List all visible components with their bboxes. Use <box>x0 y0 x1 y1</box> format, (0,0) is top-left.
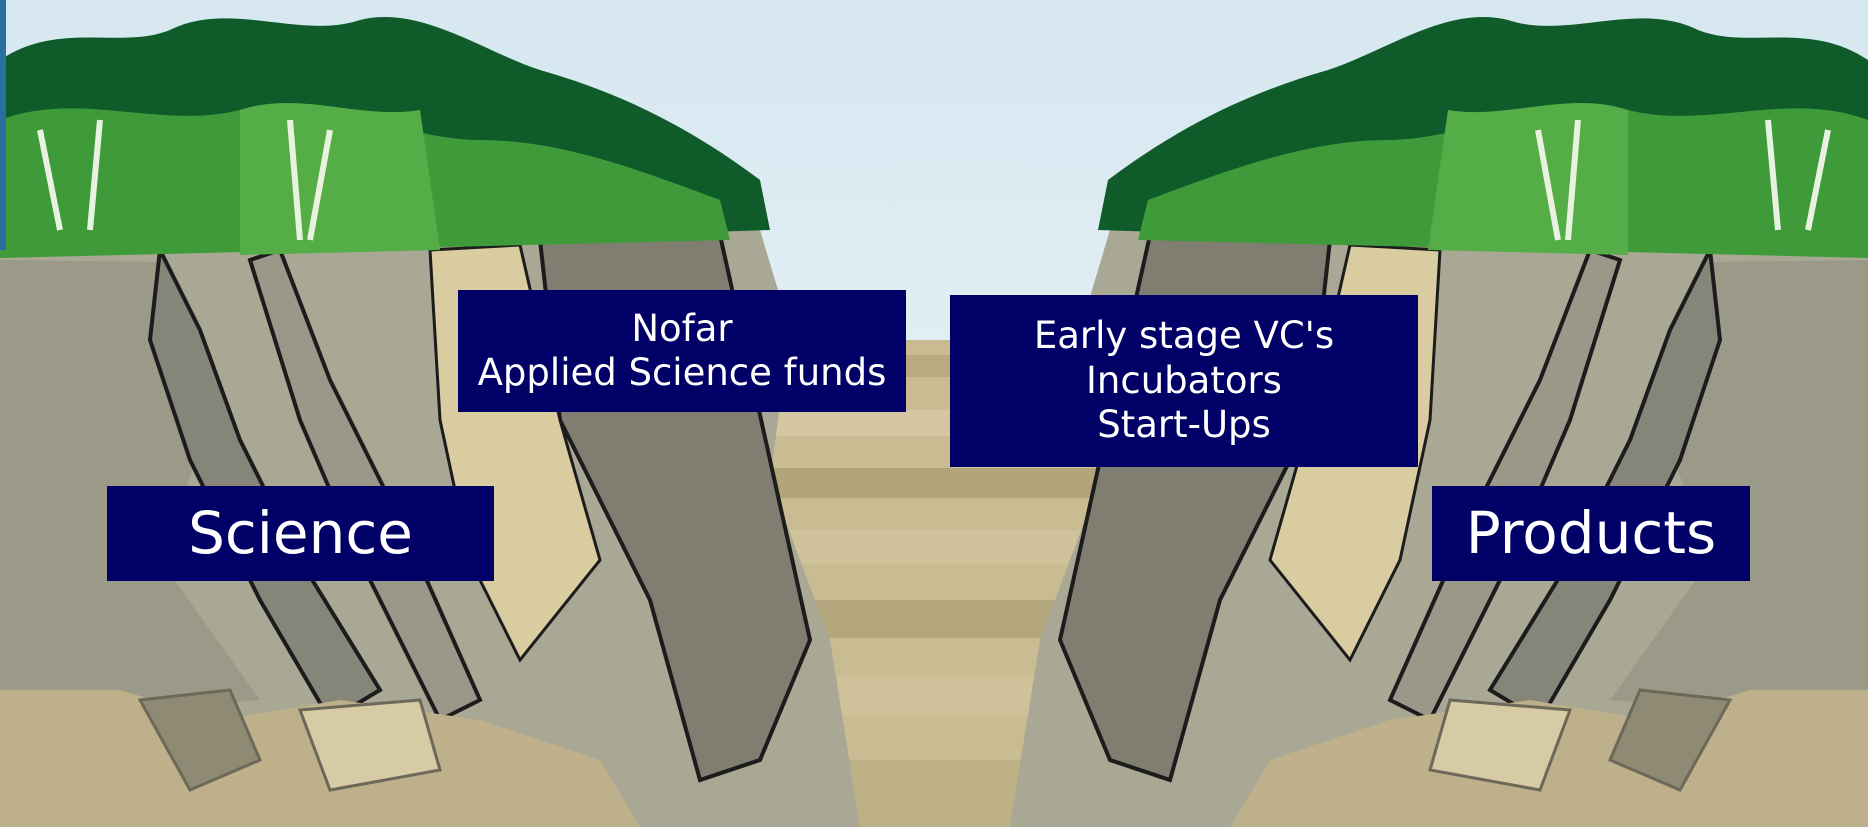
early-stage-vc-text: Early stage VC's <box>1033 314 1335 358</box>
right-foliage <box>1098 16 1868 259</box>
nofar-text: Nofar <box>631 306 733 350</box>
left-foliage <box>0 16 770 259</box>
applied-science-funds-text: Applied Science funds <box>477 351 887 394</box>
incubators-text: Incubators <box>1086 358 1282 402</box>
science-label: Science <box>107 486 494 581</box>
products-text: Products <box>1465 498 1717 567</box>
science-text: Science <box>188 498 413 567</box>
products-label: Products <box>1432 486 1750 581</box>
edge-strip <box>0 0 6 250</box>
start-ups-text: Start-Ups <box>1097 403 1271 447</box>
early-stage-vc-label: Early stage VC's Incubators Start-Ups <box>950 295 1418 467</box>
applied-science-funds-label: Nofar Applied Science funds <box>458 290 906 412</box>
